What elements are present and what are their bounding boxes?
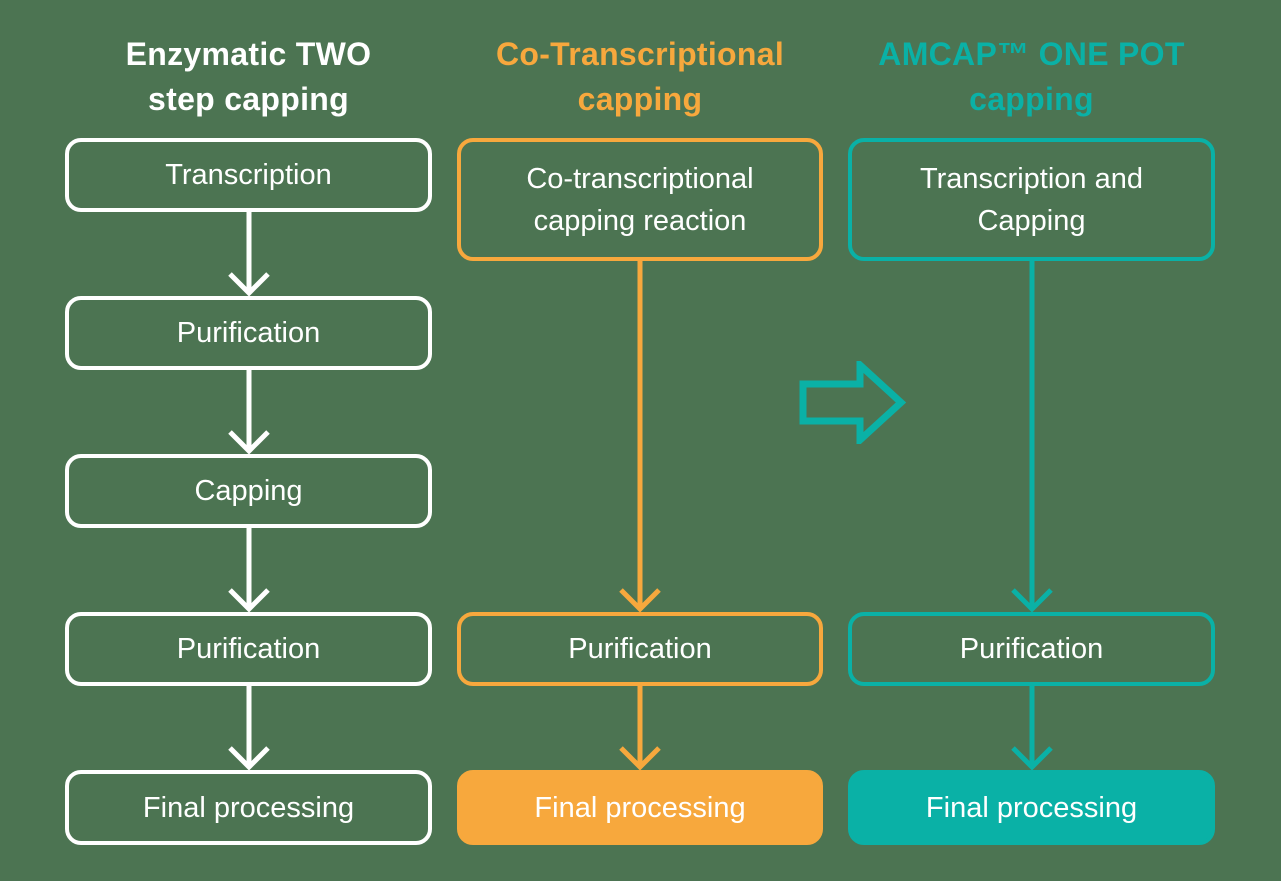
right-block-arrow-icon [799, 361, 907, 444]
step-box-cotranscriptional-reaction: Co-transcriptional capping reaction [457, 138, 823, 261]
down-arrow-icon [228, 686, 270, 770]
column-title-co-transcriptional: Co-Transcriptional capping [495, 36, 785, 117]
step-box-final-processing-amcap: Final processing [848, 770, 1215, 845]
down-arrow-icon [228, 212, 270, 296]
column-title-amcap-one-pot: AMCAP™ ONE POT capping [878, 36, 1185, 117]
down-arrow-icon [619, 686, 661, 770]
step-box-purification-amcap: Purification [848, 612, 1215, 686]
step-box-purification-cotranscriptional: Purification [457, 612, 823, 686]
step-box-capping: Capping [65, 454, 432, 528]
step-box-purification-1: Purification [65, 296, 432, 370]
step-box-transcription: Transcription [65, 138, 432, 212]
step-box-final-processing-cotranscriptional: Final processing [457, 770, 823, 845]
down-arrow-icon [228, 370, 270, 454]
step-box-final-processing-enzymatic: Final processing [65, 770, 432, 845]
down-arrow-icon [1011, 261, 1053, 612]
step-box-purification-2: Purification [65, 612, 432, 686]
down-arrow-icon [619, 261, 661, 612]
down-arrow-icon [1011, 686, 1053, 770]
step-box-transcription-and-capping: Transcription and Capping [848, 138, 1215, 261]
column-title-enzymatic-two-step: Enzymatic TWO step capping [125, 36, 372, 117]
down-arrow-icon [228, 528, 270, 612]
